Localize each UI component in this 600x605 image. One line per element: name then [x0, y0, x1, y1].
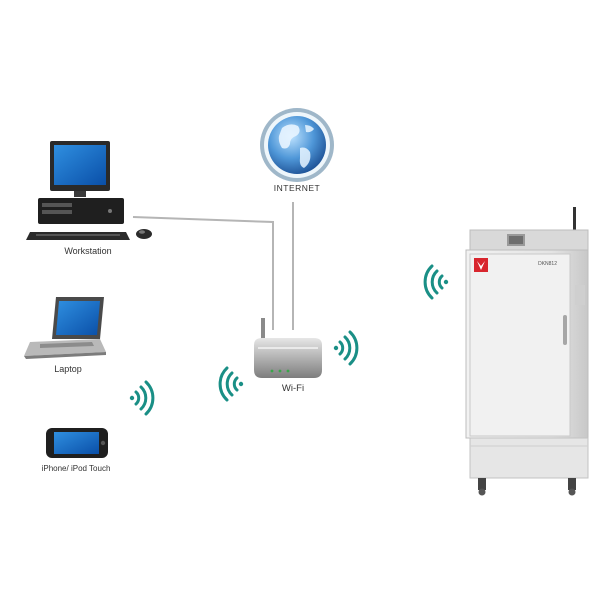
link-lines: [132, 202, 294, 330]
globe-icon: [260, 108, 334, 182]
wifi-waves-icon: [129, 264, 449, 416]
wifi-label: Wi-Fi: [281, 383, 305, 394]
phone-icon: [46, 428, 108, 458]
workstation-label: Workstation: [64, 246, 112, 256]
internet-label: INTERNET: [273, 183, 321, 193]
laptop-label: Laptop: [54, 364, 82, 374]
laptop-icon: [24, 297, 106, 359]
brand-logo-icon: [474, 258, 488, 272]
phone-label: iPhone/ iPod Touch: [41, 464, 111, 473]
oven-cabinet: [465, 207, 589, 496]
workstation-icon: [26, 141, 152, 240]
oven-model-label: DKN812: [538, 261, 557, 267]
link-workstation-router: [132, 216, 274, 330]
router-icon: [254, 318, 322, 378]
